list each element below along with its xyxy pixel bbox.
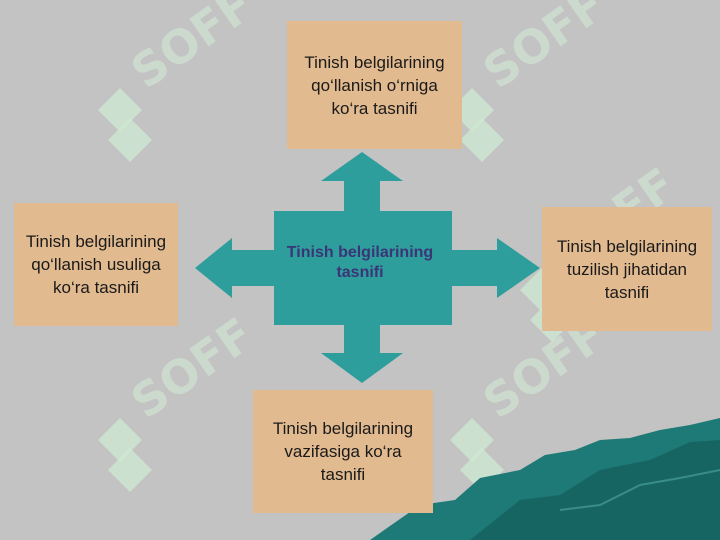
category-box-top-text: Tinish belgilarining qo‘llanish o‘rniga … — [304, 52, 445, 118]
category-box-left-text: Tinish belgilarining qo‘llanish usuliga … — [25, 232, 167, 297]
category-box-bottom: Tinish belgilarining vazifasiga ko‘ra ta… — [253, 390, 433, 513]
category-box-top: Tinish belgilarining qo‘llanish o‘rniga … — [287, 21, 462, 149]
arrow-up — [321, 152, 403, 211]
arrow-left — [195, 238, 274, 298]
category-box-left: Tinish belgilarining qo‘llanish usuliga … — [14, 203, 178, 326]
center-square — [274, 211, 452, 325]
arrow-right — [452, 238, 540, 298]
category-box-right-text: Tinish belgilarining tuzilish jihatidan … — [556, 236, 698, 302]
center-label: Tinish belgilarining tasnifi — [286, 244, 434, 281]
category-box-right: Tinish belgilarining tuzilish jihatidan … — [542, 207, 712, 331]
category-box-bottom-text: Tinish belgilarining vazifasiga ko‘ra ta… — [272, 419, 414, 484]
arrow-down — [321, 325, 403, 383]
